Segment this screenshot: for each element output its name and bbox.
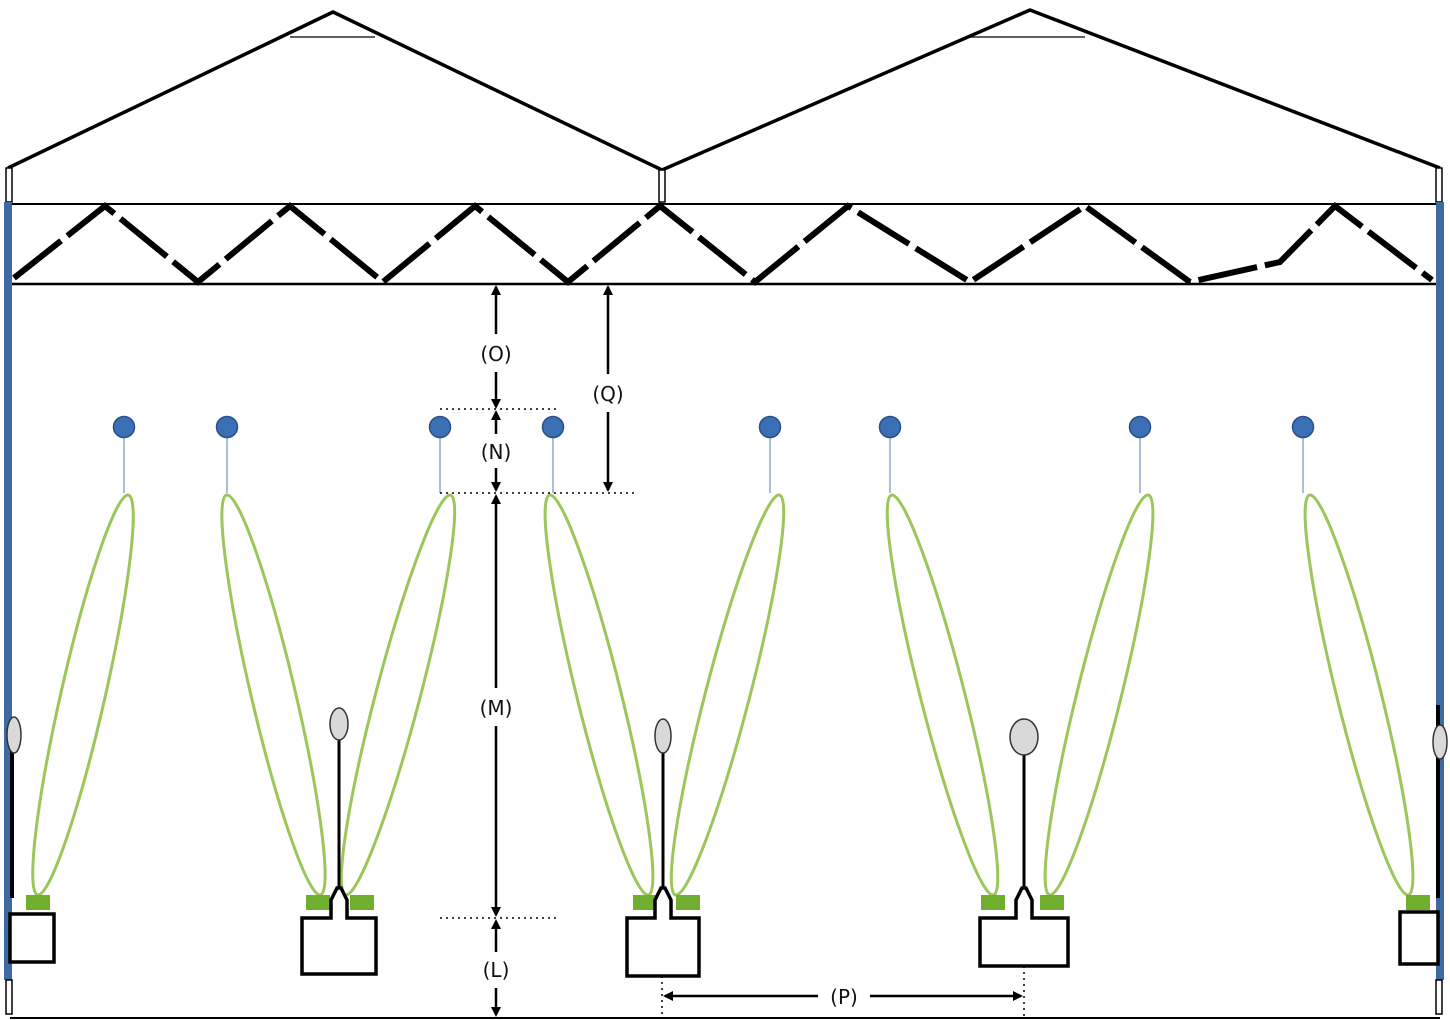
plant-base [1040, 895, 1064, 910]
growing-trough [625, 886, 701, 978]
wire-node-icon [758, 415, 782, 439]
wire-node-icon [878, 415, 902, 439]
plant-canopy [220, 493, 327, 897]
plant-base [676, 895, 700, 910]
plant-canopy [669, 493, 786, 897]
plant-rows [26, 415, 1430, 910]
side-columns [4, 202, 1444, 1015]
label-l: (L) [483, 958, 510, 982]
wire-node-icon [1128, 415, 1152, 439]
label-p: (P) [830, 985, 858, 1009]
plant-canopy [339, 493, 457, 897]
label-m: (M) [480, 696, 513, 720]
plant-canopy [31, 493, 135, 897]
plant-base [350, 895, 374, 910]
greenhouse-roof [5, 8, 1443, 203]
plant-base [26, 895, 50, 910]
dimension-arrows [491, 285, 1023, 1017]
growing-trough [300, 886, 378, 976]
wire-node-icon [1291, 415, 1315, 439]
growing-trough [1398, 910, 1440, 966]
plant-canopy [1043, 493, 1155, 897]
wire-node-icon [541, 415, 565, 439]
plant-canopy [885, 493, 1000, 897]
dripper-icon [6, 716, 22, 754]
plant-base [633, 895, 657, 910]
plant-canopy [543, 493, 655, 897]
plant-canopy [1303, 493, 1415, 897]
plant-base [1406, 895, 1430, 910]
roof-truss [10, 202, 1440, 286]
dripper-icon [329, 707, 349, 741]
growing-trough [978, 886, 1070, 968]
dripper-icon [654, 718, 672, 754]
label-o: (O) [480, 342, 511, 366]
dripper-icon [1432, 724, 1448, 760]
label-q: (Q) [592, 382, 623, 406]
wire-node-icon [215, 415, 239, 439]
growing-troughs [6, 707, 1448, 978]
growing-trough [8, 912, 56, 964]
plant-base [981, 895, 1005, 910]
reference-lines [440, 408, 1025, 1016]
wire-node-icon [112, 415, 136, 439]
label-n: (N) [481, 440, 512, 464]
plant-base [306, 895, 330, 910]
dimension-labels: (O) (N) (M) (L) (Q) (P) [480, 342, 858, 1009]
wire-node-icon [428, 415, 452, 439]
dripper-icon [1009, 718, 1039, 756]
